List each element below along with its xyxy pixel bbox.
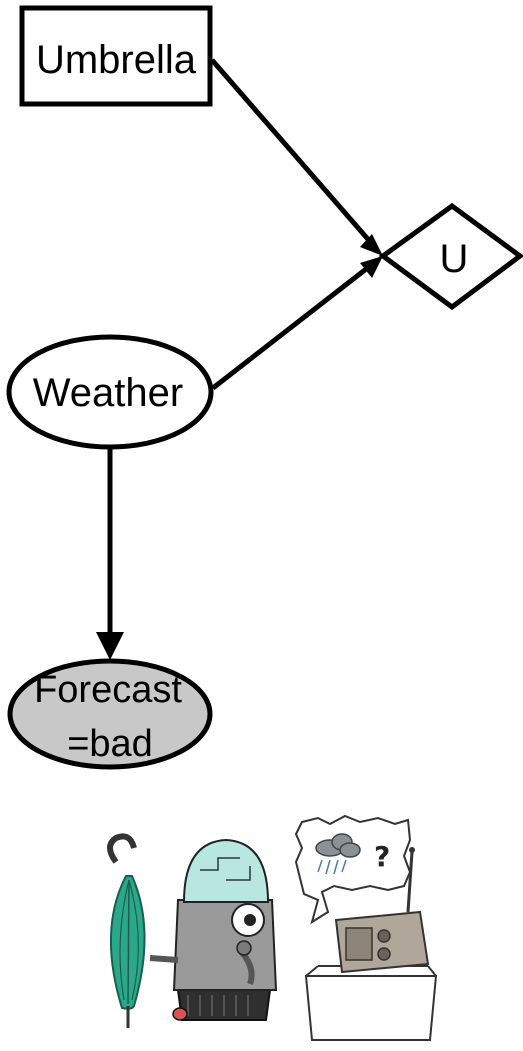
edge-umbrella-to-utility xyxy=(210,58,375,247)
edge-weather-to-utility xyxy=(211,264,372,390)
utility-label: U xyxy=(440,237,469,281)
forecast-label-line1: Forecast xyxy=(34,669,182,711)
forecast-node: Forecast =bad xyxy=(7,658,213,770)
forecast-label-line2: =bad xyxy=(67,723,153,765)
speech-bubble: ? xyxy=(294,814,412,925)
rain-cloud-icon xyxy=(315,833,361,875)
umbrella-icon xyxy=(107,833,146,1028)
weather-node: Weather xyxy=(6,334,214,450)
umbrella-node: Umbrella xyxy=(19,5,213,107)
robot-illustration: ? xyxy=(107,814,438,1041)
umbrella-label: Umbrella xyxy=(36,38,197,82)
robot xyxy=(149,838,278,1021)
weather-label: Weather xyxy=(33,371,183,415)
edges xyxy=(96,58,383,660)
arrowhead-weather-to-forecast xyxy=(96,632,124,660)
radio-stand xyxy=(304,965,438,1041)
utility-node: U xyxy=(378,202,523,311)
radio-icon xyxy=(334,847,430,974)
arrowhead-weather-to-utility xyxy=(360,256,383,278)
question-mark: ? xyxy=(374,840,390,873)
arrowhead-umbrella-to-utility xyxy=(360,234,383,256)
